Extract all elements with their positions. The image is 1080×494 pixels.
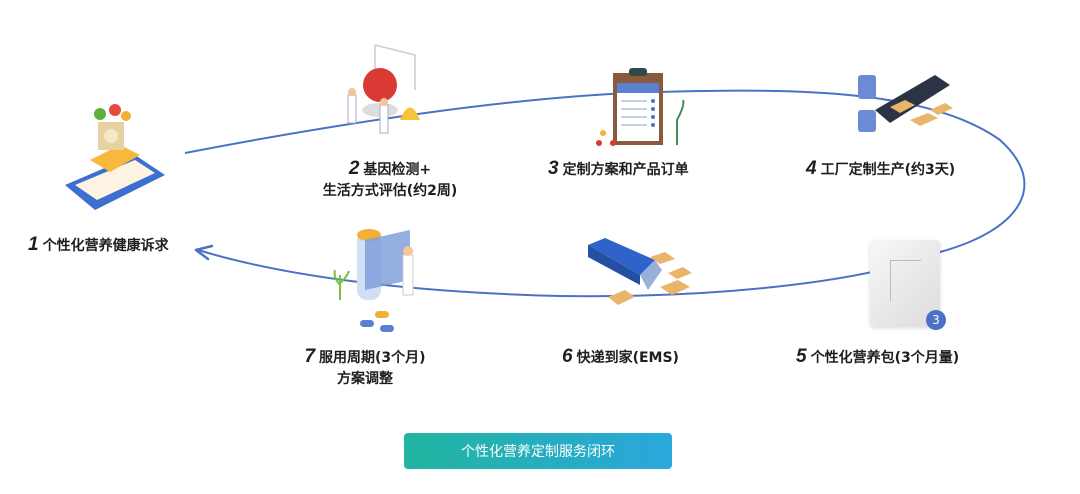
step-text: 工厂定制生产(约3天) [820,162,956,178]
phone-food-bag-icon [65,104,165,210]
step-number: 5 [796,346,807,367]
delivery-truck-icon [588,238,692,305]
step-number: 2 [348,158,360,179]
step-number: 3 [548,158,559,179]
step-number: 7 [304,346,316,367]
nutrition-pack-icon: 3 [870,240,946,330]
step-text: 基因检测+ [363,162,432,178]
clipboard-checklist-icon [596,68,685,146]
step-text-line2: 方案调整 [337,371,393,387]
lab-flask-scientists-icon [347,44,420,134]
step-text: 定制方案和产品订单 [562,162,689,178]
factory-conveyor-robot-icon [858,75,953,132]
step-number: 4 [806,158,817,179]
doctor-screen-capsules-icon [333,229,414,332]
step-text: 服用周期(3个月) [319,350,426,366]
step-number: 6 [562,346,573,367]
step-number: 1 [28,234,39,255]
quantity-badge: 3 [926,310,946,330]
service-loop-button[interactable]: 个性化营养定制服务闭环 [404,433,672,469]
step-text: 个性化营养包(3个月量) [810,350,960,366]
step-text-line2: 生活方式评估(约2周) [322,183,458,199]
step-text: 快递到家(EMS) [576,350,679,366]
step-text: 个性化营养健康诉求 [42,238,169,254]
